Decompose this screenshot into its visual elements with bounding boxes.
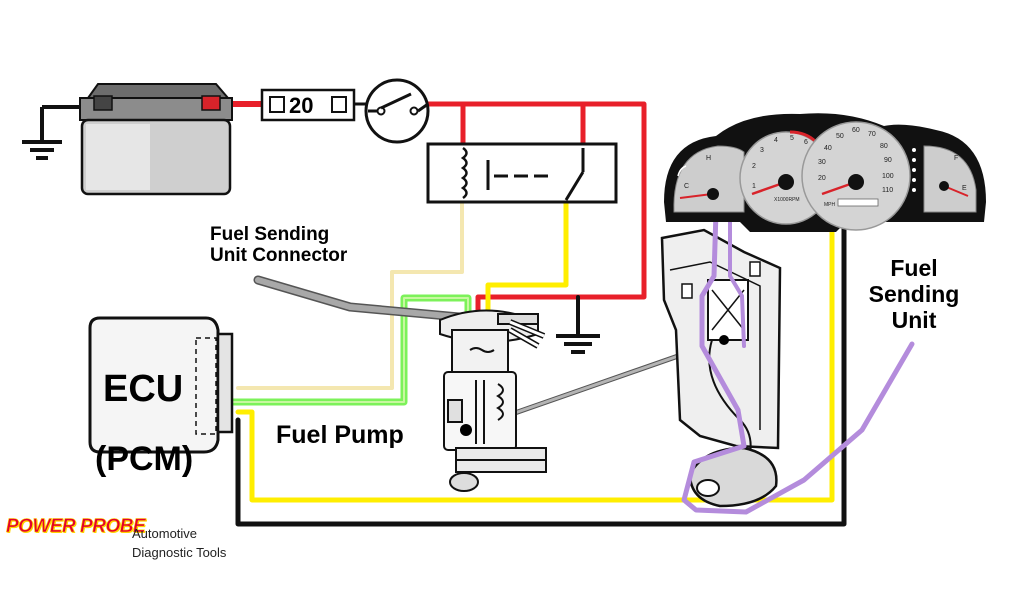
svg-text:30: 30 [818, 159, 826, 166]
fuel-pump [439, 309, 547, 492]
battery [22, 83, 233, 196]
ground-symbol [556, 322, 600, 354]
sender-connection-dot [719, 335, 729, 345]
fuse-rating: 20 [289, 93, 314, 118]
speed-ticks: 20 30 40 50 60 70 80 90 100 110 [818, 127, 894, 194]
svg-text:90: 90 [884, 157, 892, 164]
svg-text:50: 50 [836, 133, 844, 140]
pump-feed-core [231, 297, 469, 403]
gauge-h-label: H [706, 155, 711, 162]
power-wire-3 [460, 101, 586, 148]
svg-text:110: 110 [882, 187, 893, 194]
sending-unit-label-line1: Fuel [890, 255, 938, 281]
svg-text:6: 6 [804, 139, 808, 146]
instrument-cluster: H C 1 2 3 4 5 6 7 X1000RPM 20 30 40 50 6… [664, 113, 986, 232]
pcm-label: (PCM) [95, 440, 194, 478]
gauge-c-label: C [684, 183, 689, 190]
tach-unit: X1000RPM [774, 197, 800, 203]
svg-text:3: 3 [760, 147, 764, 154]
svg-text:70: 70 [868, 131, 876, 138]
gauge-e-label: E [962, 185, 967, 192]
sending-unit-label-line3: Unit [891, 306, 937, 333]
connector-label: Fuel Sending Unit Connector [210, 224, 347, 267]
svg-text:2: 2 [752, 163, 756, 170]
pump-connection-dot [460, 424, 472, 436]
svg-text:100: 100 [882, 173, 894, 180]
sending-unit-label-line2: Sending [868, 280, 960, 307]
svg-text:1: 1 [752, 183, 756, 190]
svg-text:4: 4 [774, 137, 778, 144]
speed-unit: MPH [824, 202, 836, 208]
ground-wire [235, 223, 847, 527]
svg-text:80: 80 [880, 143, 888, 150]
svg-text:40: 40 [824, 145, 832, 152]
relay-output-wire [485, 197, 569, 315]
connector-label-line1: Fuel Sending [210, 224, 330, 245]
relay-coil-wire [236, 198, 464, 390]
svg-text:20: 20 [818, 175, 826, 182]
gauge-f-label: F [954, 155, 958, 162]
brand-tagline: Automotive Diagnostic Tools [132, 524, 226, 562]
relay [426, 142, 618, 204]
ecu-box [88, 316, 234, 454]
power-probe-logo: POWER PROBE [6, 516, 146, 538]
sending-unit-label: Fuel Sending Unit [846, 255, 982, 333]
signal-wire [235, 223, 835, 503]
connector-pointer-inner [255, 277, 473, 321]
fuse [260, 88, 368, 122]
svg-text:5: 5 [790, 135, 794, 142]
ignition-switch [364, 78, 430, 144]
svg-text:60: 60 [852, 127, 860, 134]
brand-tagline-line1: Automotive [132, 526, 198, 541]
fuel-pump-label: Fuel Pump [276, 421, 404, 449]
brand-tagline-line2: Diagnostic Tools [132, 545, 227, 560]
power-wire-2 [424, 101, 647, 315]
ecu-label: ECU [103, 368, 184, 410]
sender-outline [681, 209, 915, 515]
connector-label-line2: Unit Connector [210, 245, 348, 267]
